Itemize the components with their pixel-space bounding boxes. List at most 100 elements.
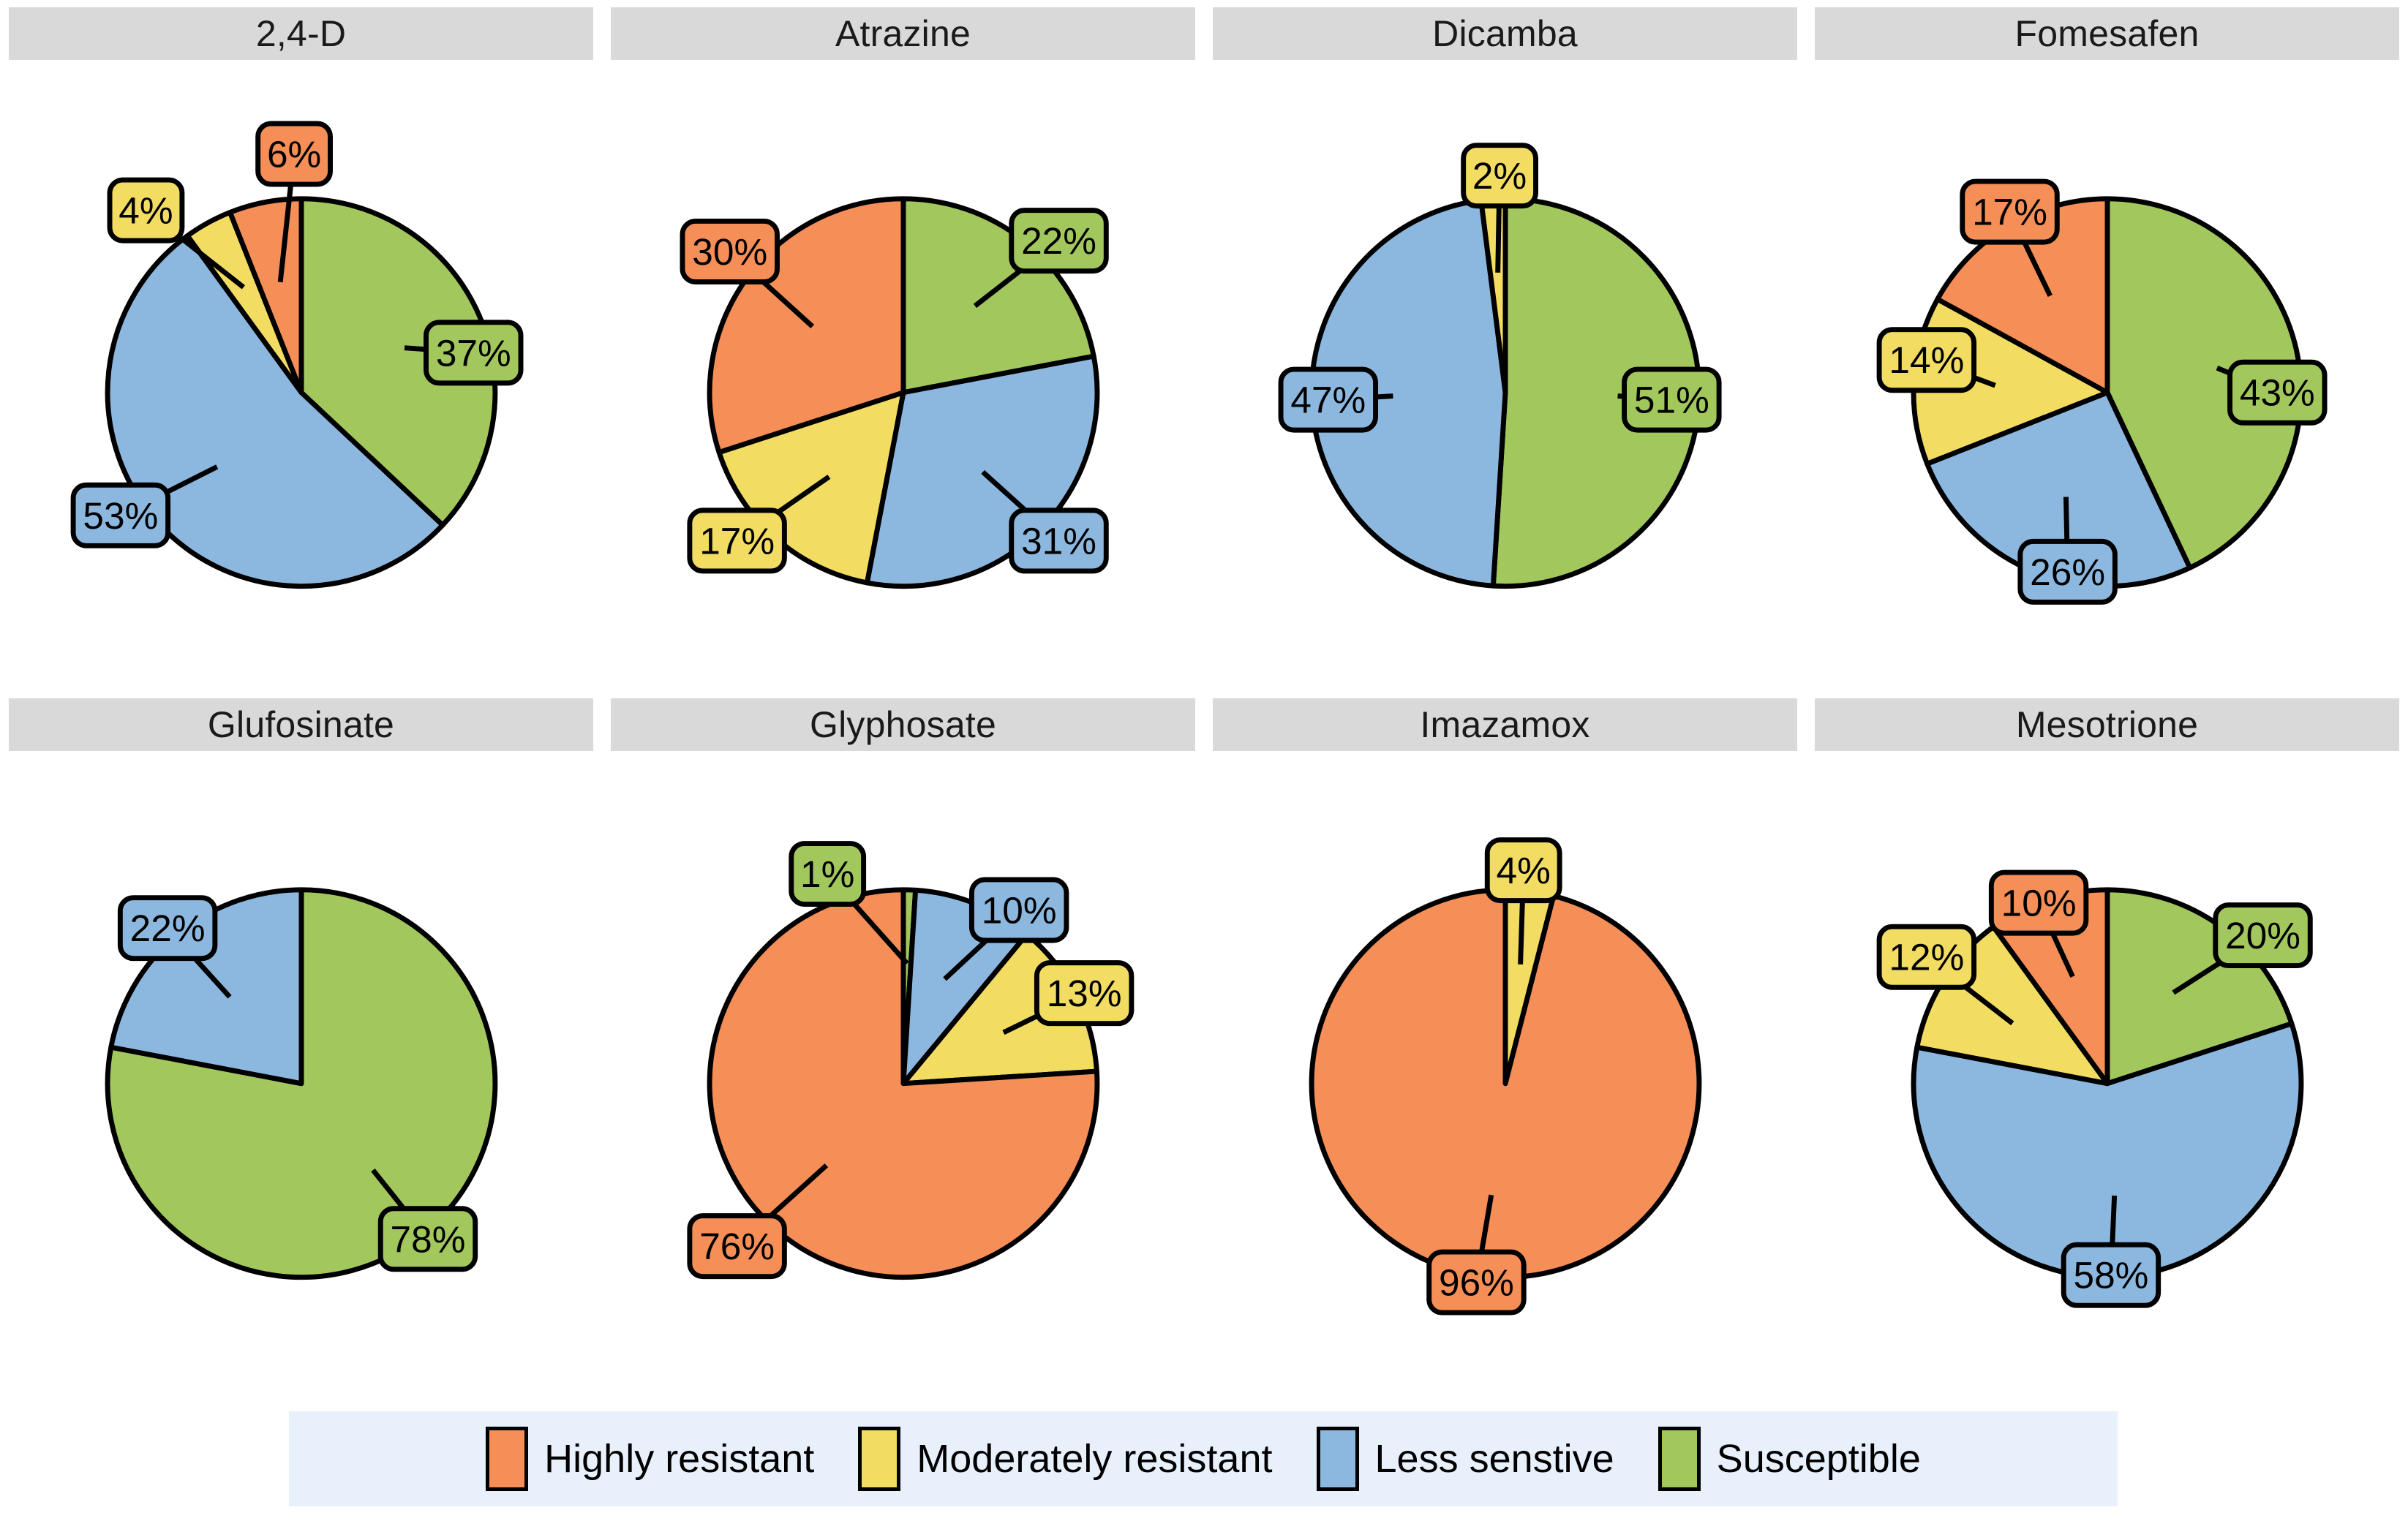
- value-label-moderately-resistant: 2%: [1472, 154, 1527, 197]
- facet-title: Mesotrione: [2015, 704, 2199, 745]
- pie-panel: 37%53%4%6%: [0, 60, 602, 691]
- value-label-susceptible: 78%: [391, 1218, 466, 1260]
- facet-strip: Glyphosate: [611, 698, 1195, 751]
- pie-chart: 78% 22%: [105, 887, 498, 1280]
- value-label-susceptible: 43%: [2240, 371, 2315, 414]
- facet-strip: Mesotrione: [1815, 698, 2399, 751]
- value-label-less-sensitive: 47%: [1290, 379, 1366, 421]
- value-label-highly-resistant: 76%: [699, 1225, 775, 1267]
- value-label-box-highly-resistant: [1988, 869, 2089, 936]
- pie-chart: 37%53%4%6%: [70, 121, 524, 589]
- value-label-box-moderately-resistant: [107, 177, 185, 244]
- legend: Highly resistant Moderately resistant Less…: [289, 1411, 2118, 1506]
- pie-panel: 1%10%13%76%: [602, 751, 1204, 1382]
- value-label-less-sensitive: 10%: [982, 888, 1057, 931]
- pie-chart: 22%31%17%30%: [680, 196, 1109, 589]
- value-label-less-sensitive: 31%: [1021, 519, 1096, 562]
- facet-title: Atrazine: [835, 13, 971, 54]
- pie-panel: 20% 58% 12% 10%: [1806, 751, 2408, 1382]
- pie-chart: 20% 58% 12% 10%: [1876, 869, 2313, 1308]
- legend-item-moderately-resistant[interactable]: Moderately resistant: [858, 1427, 1273, 1491]
- legend-item-highly-resistant[interactable]: Highly resistant: [486, 1427, 814, 1491]
- value-label-box-less-sensitive: [1009, 507, 1109, 574]
- facet-title: 2,4-D: [255, 13, 347, 54]
- value-label-box-moderately-resistant: [1484, 837, 1562, 904]
- value-label-moderately-resistant: 14%: [1889, 339, 1964, 381]
- value-label-box-susceptible: [1622, 366, 1722, 433]
- value-label-box-susceptible: [1009, 208, 1109, 274]
- value-label-less-sensitive: 22%: [130, 907, 206, 949]
- value-label-box-susceptible: [789, 841, 867, 907]
- value-label-less-sensitive: 53%: [83, 494, 158, 537]
- value-label-moderately-resistant: 4%: [1497, 849, 1551, 891]
- value-label-susceptible: 1%: [800, 853, 854, 895]
- value-label-susceptible: 51%: [1634, 379, 1709, 421]
- legend-item-less-senstive[interactable]: Less senstive: [1316, 1427, 1614, 1491]
- value-label-less-sensitive: 58%: [2074, 1254, 2149, 1297]
- value-label-box-less-sensitive: [2061, 1242, 2161, 1308]
- value-label-highly-resistant: 96%: [1439, 1261, 1514, 1304]
- value-label-susceptible: 37%: [436, 331, 511, 374]
- value-label-moderately-resistant: 12%: [1889, 936, 1964, 978]
- pie-chart: 51% 47% 2%: [1278, 143, 1722, 589]
- value-label-box-highly-resistant: [1960, 178, 2060, 245]
- facet-title: Glyphosate: [810, 704, 996, 745]
- value-label-box-less-sensitive: [2017, 538, 2118, 605]
- facet-strip: Atrazine: [611, 7, 1195, 60]
- value-label-box-moderately-resistant: [1876, 327, 1977, 393]
- value-label-box-highly-resistant: [687, 1213, 787, 1280]
- pie-slice-susceptible: [298, 196, 498, 528]
- value-label-less-sensitive: 26%: [2030, 551, 2105, 593]
- facet-strip: Fomesafen: [1815, 7, 2399, 60]
- value-label-highly-resistant: 10%: [2001, 882, 2077, 924]
- pie-slice-susceptible: [2104, 196, 2304, 570]
- value-label-box-susceptible: [2213, 902, 2313, 969]
- pie-panel: 22%31%17%30%: [602, 60, 1204, 691]
- legend-swatch-icon: [858, 1427, 901, 1491]
- value-label-box-susceptible: [424, 320, 524, 386]
- facet-title: Glufosinate: [207, 704, 395, 745]
- value-label-moderately-resistant: 4%: [118, 189, 173, 232]
- pie-panel: 78% 22%: [0, 751, 602, 1382]
- value-label-box-highly-resistant: [1426, 1249, 1527, 1316]
- facet-title: Dicamba: [1432, 13, 1578, 54]
- value-label-box-less-sensitive: [1278, 366, 1379, 433]
- legend-item-susceptible[interactable]: Susceptible: [1658, 1427, 1921, 1491]
- value-label-box-less-sensitive: [968, 877, 1069, 943]
- facet-strip: Dicamba: [1213, 7, 1797, 60]
- facet-glufosinate: Glufosinate 78% 22%: [0, 691, 602, 1382]
- facet-strip: 2,4-D: [9, 7, 593, 60]
- value-label-box-susceptible: [377, 1206, 478, 1272]
- value-label-box-moderately-resistant: [1876, 924, 1977, 990]
- legend-label: Susceptible: [1716, 1437, 1921, 1481]
- value-label-box-less-sensitive: [70, 482, 171, 548]
- value-label-box-moderately-resistant: [1034, 960, 1135, 1027]
- legend-swatch-icon: [1316, 1427, 1359, 1491]
- legend-label: Highly resistant: [544, 1437, 815, 1481]
- pie-chart: 4% 96%: [1309, 837, 1702, 1316]
- value-label-moderately-resistant: 17%: [699, 519, 775, 562]
- value-label-susceptible: 20%: [2225, 914, 2300, 956]
- legend-swatch-icon: [486, 1427, 529, 1491]
- legend-swatch-icon: [1658, 1427, 1701, 1491]
- legend-label: Moderately resistant: [917, 1437, 1273, 1481]
- pie-panel: 51% 47% 2%: [1204, 60, 1806, 691]
- value-label-box-moderately-resistant: [1461, 143, 1538, 209]
- facet-dicamba: Dicamba 51% 47% 2%: [1204, 0, 1806, 691]
- value-label-box-less-sensitive: [117, 895, 218, 962]
- facet-mesotrione: Mesotrione 20% 58% 12% 10%: [1806, 691, 2408, 1382]
- value-label-box-moderately-resistant: [687, 507, 787, 574]
- pie-chart: 1%10%13%76%: [687, 841, 1135, 1280]
- value-label-highly-resistant: 30%: [692, 230, 767, 273]
- value-label-box-susceptible: [2227, 359, 2328, 426]
- pie-panel: 4% 96%: [1204, 751, 1806, 1382]
- pie-panel: 43%26%14%17%: [1806, 60, 2408, 691]
- value-label-box-highly-resistant: [680, 218, 780, 284]
